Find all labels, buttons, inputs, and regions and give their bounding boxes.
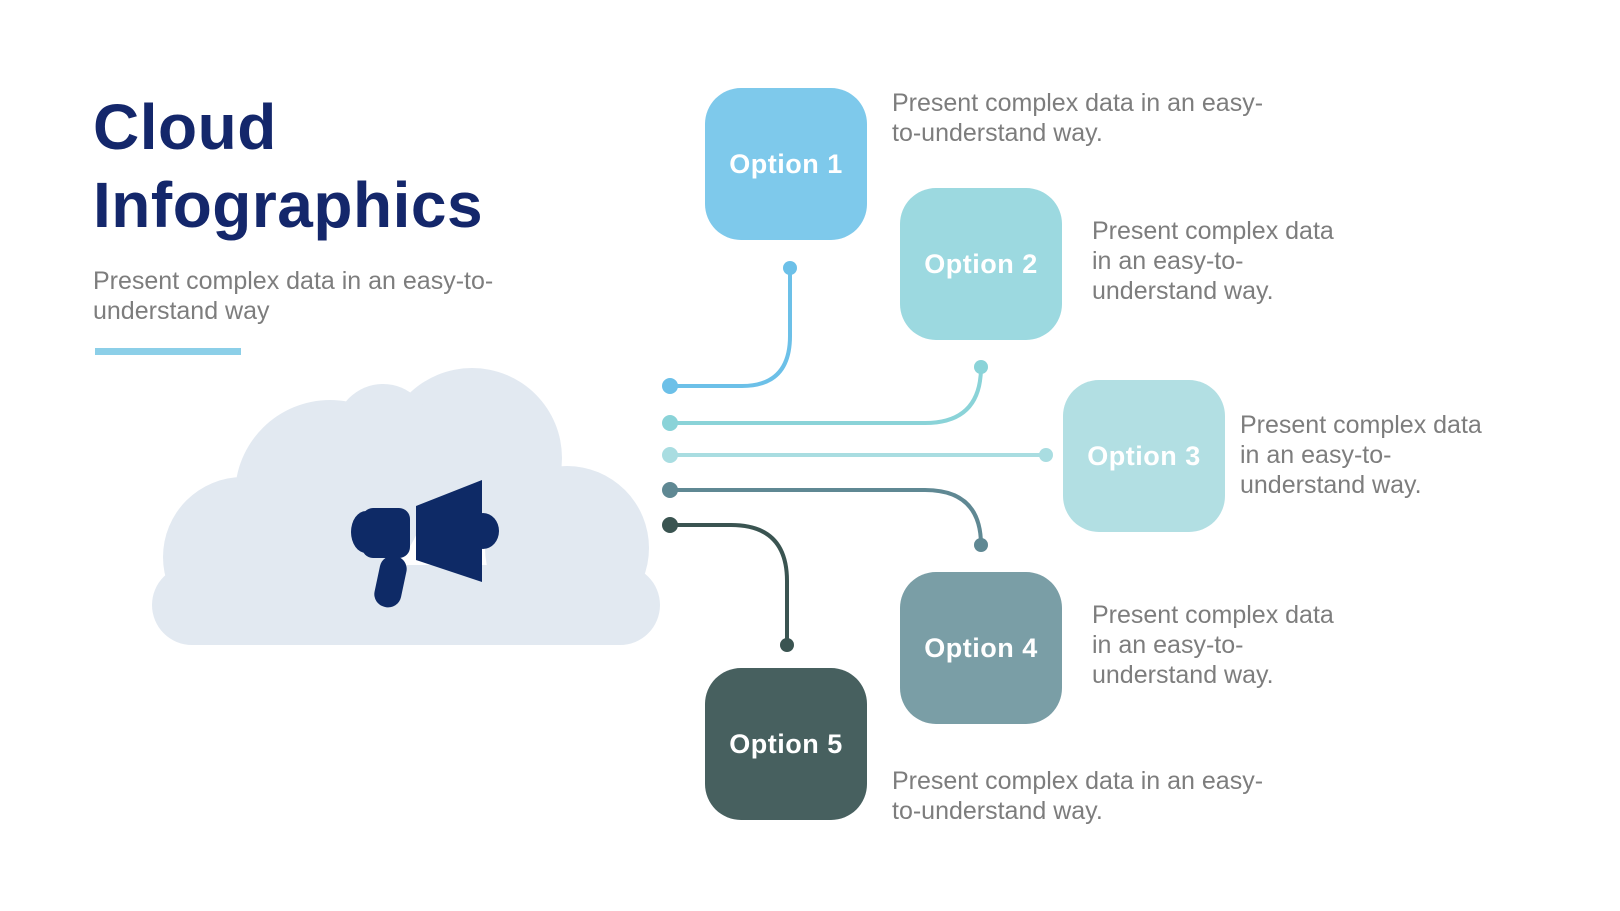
option-3-label: Option 3	[1087, 440, 1201, 471]
option-5-box: Option 5	[705, 668, 867, 820]
header-block: Cloud Infographics Present complex data …	[93, 88, 563, 326]
option-2-label: Option 2	[924, 248, 1038, 279]
option-3-description: Present complex data in an easy-to-under…	[1240, 411, 1482, 499]
connector-option-2	[662, 360, 988, 431]
option-2-description: Present complex data in an easy-to-under…	[1092, 217, 1334, 305]
connector-option-4	[662, 482, 988, 552]
connector-option-5	[662, 517, 794, 652]
option-4-box: Option 4	[900, 572, 1062, 724]
option-5-label: Option 5	[729, 728, 843, 759]
option-1-description: Present complex data in an easy-to-under…	[892, 89, 1264, 147]
option-1-box: Option 1	[705, 88, 867, 240]
option-4-label: Option 4	[924, 632, 1038, 663]
connector-option-3	[662, 447, 1053, 463]
option-1-label: Option 1	[729, 148, 843, 179]
option-5-description: Present complex data in an easy-to-under…	[892, 767, 1264, 825]
page-subtitle: Present complex data in an easy-to-under…	[93, 267, 494, 326]
megaphone-icon	[351, 480, 499, 608]
page-title: Cloud Infographics	[93, 91, 484, 242]
title-underline-decoration	[95, 348, 241, 355]
connector-option-1	[662, 261, 797, 394]
cloud-icon	[152, 368, 660, 645]
option-4-description: Present complex data in an easy-to-under…	[1092, 601, 1334, 689]
option-3-box: Option 3	[1063, 380, 1225, 532]
option-2-box: Option 2	[900, 188, 1062, 340]
